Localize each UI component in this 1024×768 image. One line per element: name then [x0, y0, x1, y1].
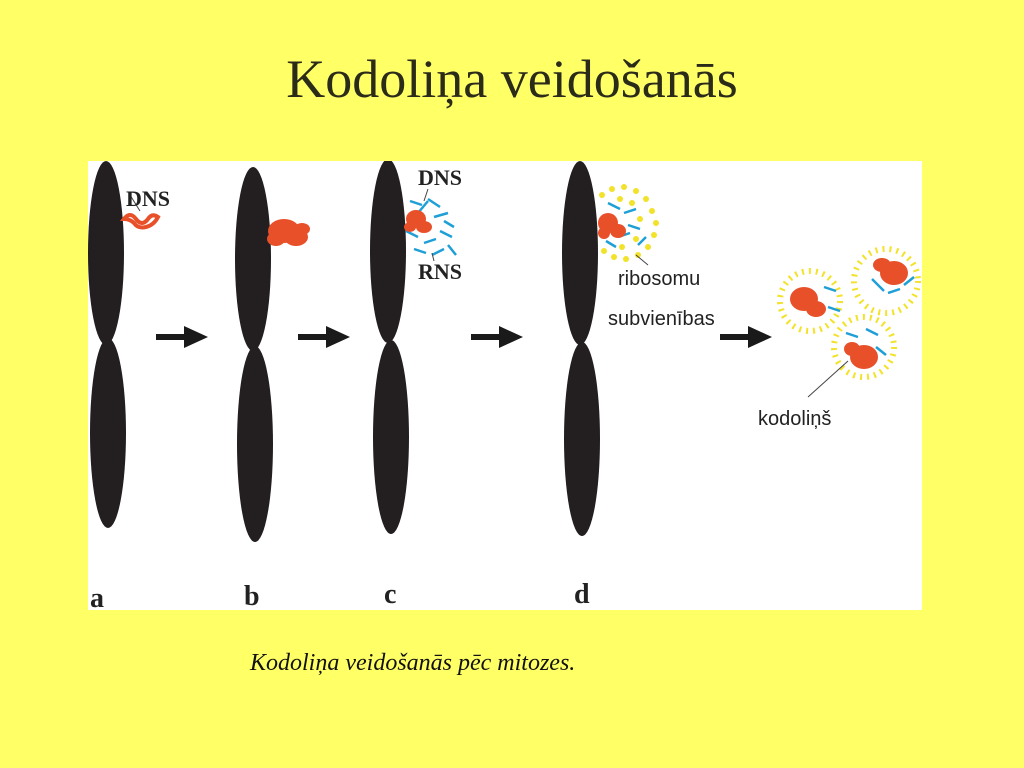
stage-label-b: b [244, 581, 260, 610]
stage-label-d: d [574, 579, 590, 610]
nucleolus-clusters [777, 246, 921, 380]
leader-dna-c [423, 188, 429, 202]
diagram-svg: DNS DNS RNS ribosomu subvienības kodoliņ… [88, 161, 921, 610]
nucleolus-formation-diagram: DNS DNS RNS ribosomu subvienības kodoliņ… [88, 161, 922, 610]
label-dna-c: DNS [418, 165, 462, 190]
leader-nucleolus [807, 360, 849, 398]
chromosome-a [88, 161, 126, 528]
rna-fibers-d [605, 201, 647, 249]
dna-cluster-d [598, 213, 626, 239]
label-dna-a: DNS [126, 186, 170, 211]
label-rna-c: RNS [418, 259, 462, 284]
label-nucleolus: kodoliņš [758, 408, 831, 430]
dna-cluster-a [119, 213, 161, 230]
chromosome-c [370, 161, 409, 534]
nucleolus-cluster-left [777, 268, 843, 334]
nucleolus-cluster-right [851, 246, 921, 316]
rna-fibers-c [405, 197, 457, 257]
arrow-a-b [156, 326, 208, 348]
chromosome-b [235, 167, 273, 542]
arrow-c-d [471, 326, 523, 348]
dna-cluster-c [404, 210, 432, 233]
stage-label-c: c [384, 579, 396, 610]
slide-title: Kodoliņa veidošanās [286, 49, 738, 109]
figure-caption: Kodoliņa veidošanās pēc mitozes. [250, 650, 576, 676]
arrow-b-c [298, 326, 350, 348]
leader-rna-c [431, 252, 435, 262]
chromosome-d [562, 161, 600, 536]
label-ribosome-line2: subvienības [608, 308, 715, 330]
leader-dna-a [129, 194, 141, 212]
leader-ribosome-d [635, 254, 649, 266]
label-ribosome-line1: ribosomu [618, 268, 700, 290]
stage-label-a: a [90, 583, 104, 610]
arrow-d-e [720, 326, 772, 348]
nucleolus-cluster-bottom [831, 314, 897, 380]
dna-cluster-b [267, 219, 310, 246]
ribosome-dots-d [599, 184, 659, 262]
